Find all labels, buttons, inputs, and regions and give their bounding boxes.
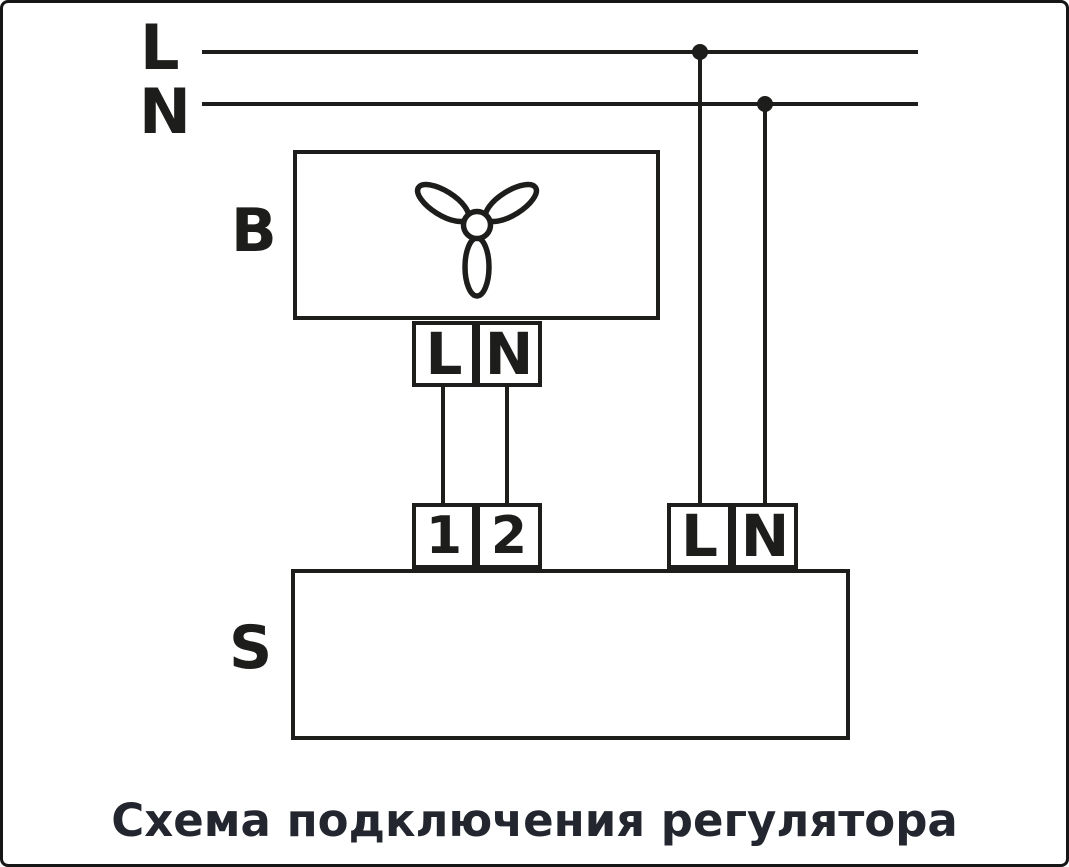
regulator-terminal-2: 2 — [476, 503, 542, 569]
neutral-junction-dot — [757, 96, 773, 112]
fan-terminal-neutral: N — [476, 320, 542, 388]
regulator-terminal-1-label: 1 — [425, 506, 463, 566]
regulator-terminal-neutral: N — [732, 502, 798, 570]
regulator-terminal-neutral-label: N — [740, 502, 790, 570]
live-line — [202, 50, 918, 54]
fan-terminal-live-label: L — [425, 320, 463, 388]
fan-terminal-live: L — [412, 320, 476, 388]
fan-neutral-wire — [505, 386, 509, 505]
fan-terminal-neutral-label: N — [484, 320, 534, 388]
neutral-line-label: N — [139, 75, 191, 148]
diagram-caption: Схема подключения регулятора — [111, 794, 958, 847]
regulator-terminal-live: L — [667, 502, 732, 570]
live-drop-wire — [698, 50, 702, 505]
live-junction-dot — [692, 44, 708, 60]
regulator-terminal-live-label: L — [681, 502, 718, 570]
fan-icon — [414, 181, 540, 299]
regulator-unit-label: S — [229, 613, 273, 683]
fan-unit-label: B — [231, 196, 277, 266]
regulator-terminal-1: 1 — [412, 503, 476, 569]
regulator-box — [291, 569, 850, 740]
live-line-label: L — [140, 11, 180, 84]
fan-live-wire — [441, 386, 445, 505]
neutral-line — [202, 102, 918, 106]
regulator-terminal-2-label: 2 — [490, 506, 528, 566]
neutral-drop-wire — [763, 102, 767, 505]
